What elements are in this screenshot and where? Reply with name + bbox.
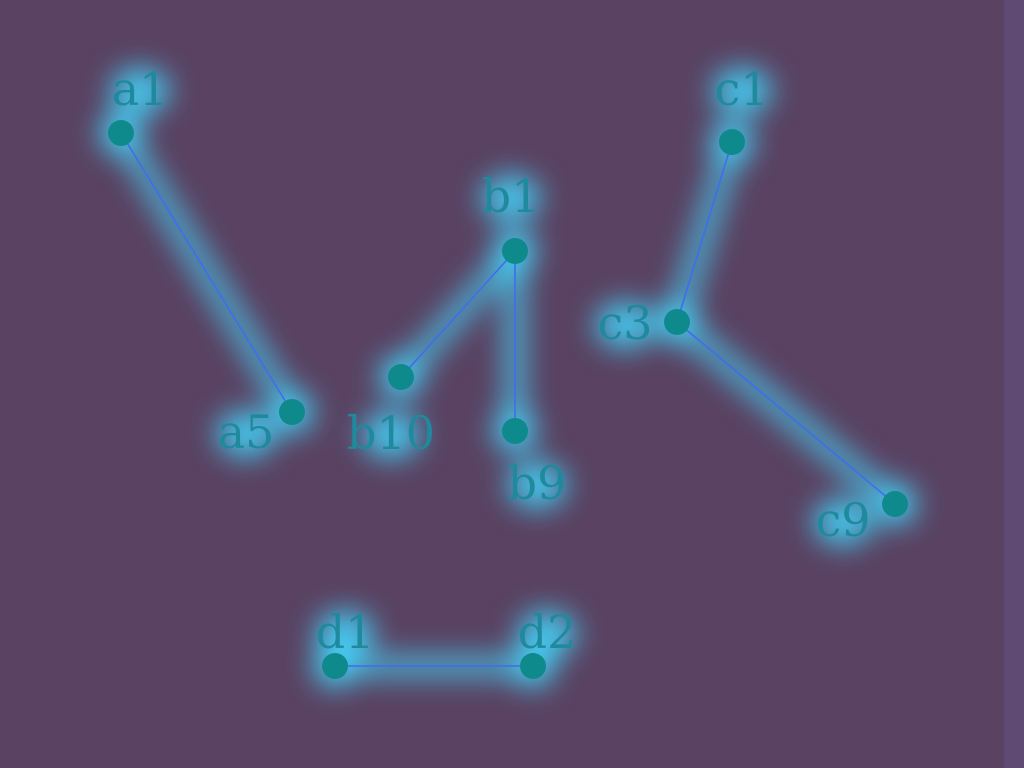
node-c3 [664,309,690,335]
label-glow-d1 [315,610,375,658]
label-layer: a1 a5 b1 b10 b9 c1 c3 c9 d1 d2 [112,62,871,659]
node-d1 [322,653,348,679]
label-glow-c3 [595,301,655,349]
node-b9 [502,418,528,444]
label-glow-b1 [481,174,541,222]
edge-c3-c9 [676,321,896,505]
label-glow-d2 [517,610,577,658]
node-label-c9: c9 [815,493,870,547]
node-label-d2: d2 [518,605,577,659]
node-label-b1: b1 [482,169,541,223]
node-label-c1: c1 [714,62,769,116]
node-label-c3: c3 [597,296,652,350]
node-label-b10: b10 [347,406,435,460]
node-label-b9: b9 [508,456,567,510]
node-b1 [502,238,528,264]
node-c9 [882,491,908,517]
node-label-d1: d1 [316,605,375,659]
node-d2 [520,653,546,679]
glow-layer [99,67,917,688]
right-edge-strip [1004,0,1024,768]
label-glow-a5 [216,410,276,458]
node-a5 [279,399,305,425]
node-label-a5: a5 [218,405,275,459]
label-glow-a1 [110,67,170,115]
edge-c1-c3 [676,141,733,323]
node-layer [108,120,908,679]
label-glow-c9 [813,498,873,546]
label-glow-b9 [507,461,567,509]
label-glow-c1 [712,67,772,115]
edge-layer [120,132,896,667]
node-c1 [719,129,745,155]
node-a1 [108,120,134,146]
node-label-a1: a1 [112,62,169,116]
edge-b1-b10 [400,250,516,378]
node-b10 [388,364,414,390]
label-glow-b10 [361,411,421,459]
edge-a1-a5 [120,132,293,413]
